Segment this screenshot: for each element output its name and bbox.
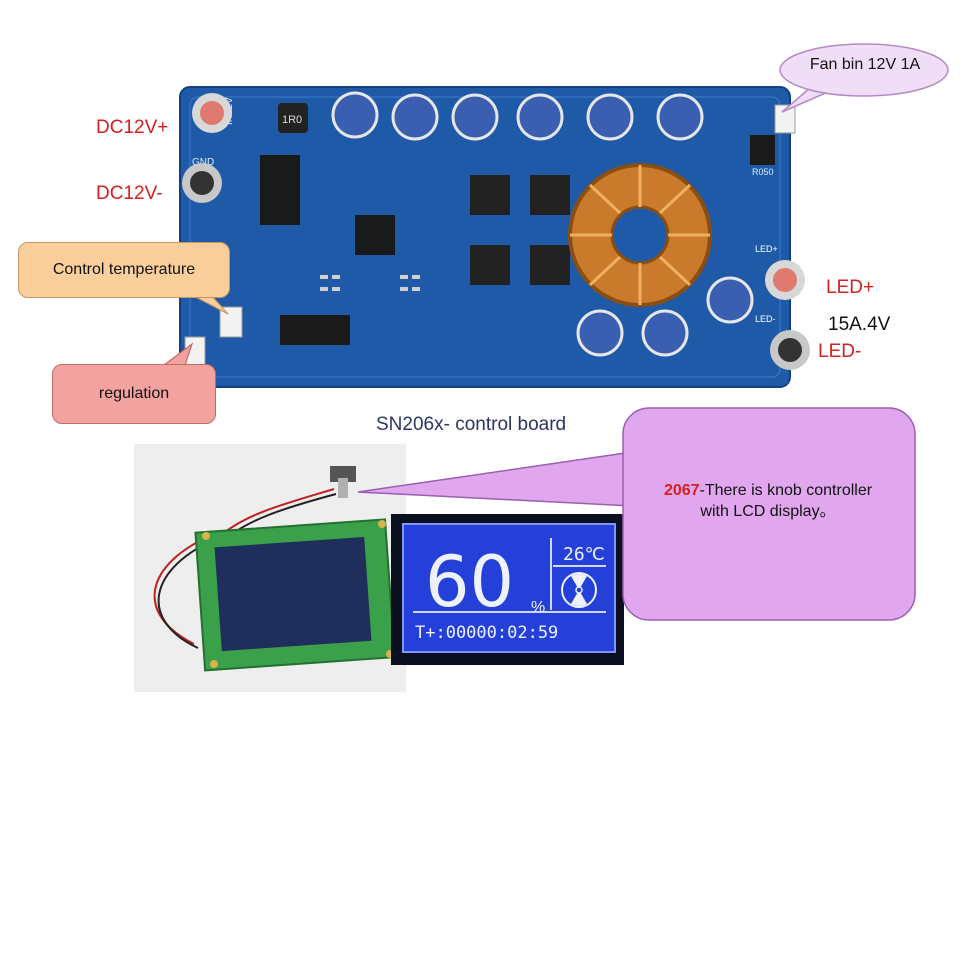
inductor-silk: 1R0 <box>282 114 302 126</box>
lcd-percent-value: 60 <box>425 541 514 623</box>
led-negative-label: LED- <box>818 341 862 362</box>
knob-model-number: 2067 <box>663 482 700 499</box>
board-caption: SN206x- control board <box>376 414 567 435</box>
output-rating-label: 15A.4V <box>828 314 891 335</box>
lcd-display-closeup: 60 % 26℃ T+:00000:02:59 <box>391 514 624 665</box>
knob-desc-line1: -There is knob controller <box>699 482 873 499</box>
control-temperature-text: Control temperature <box>52 261 196 278</box>
dc12v-positive-label: DC12V+ <box>96 117 169 138</box>
led-pos-silk: LED+ <box>755 244 778 254</box>
regulation-text: regulation <box>98 385 170 402</box>
power-board-photo: 1R0 IN12V GND R050 LED+ LED- <box>179 86 810 388</box>
resistor-silk: R050 <box>752 167 774 177</box>
dc12v-negative-label: DC12V- <box>96 183 163 204</box>
fan-callout-shape <box>779 43 949 113</box>
regulation-callout: regulation <box>52 364 216 424</box>
led-positive-label: LED+ <box>826 277 875 298</box>
knob-controller-photo <box>134 444 406 692</box>
knob-callout-text: 2067-There is knob controller with LCD d… <box>626 480 910 522</box>
lcd-timer: T+:00000:02:59 <box>415 623 558 643</box>
fan-icon <box>561 572 597 608</box>
control-temperature-callout: Control temperature <box>18 242 230 298</box>
knob-desc-line2: with LCD display。 <box>700 503 836 520</box>
lcd-percent-sign: % <box>531 599 545 616</box>
fan-callout-text: Fan bin 12V 1A <box>809 56 921 73</box>
gnd-silk: GND <box>192 157 214 168</box>
knob-callout-shape <box>357 407 916 621</box>
lcd-temperature: 26℃ <box>563 544 605 565</box>
led-neg-silk: LED- <box>755 314 776 324</box>
